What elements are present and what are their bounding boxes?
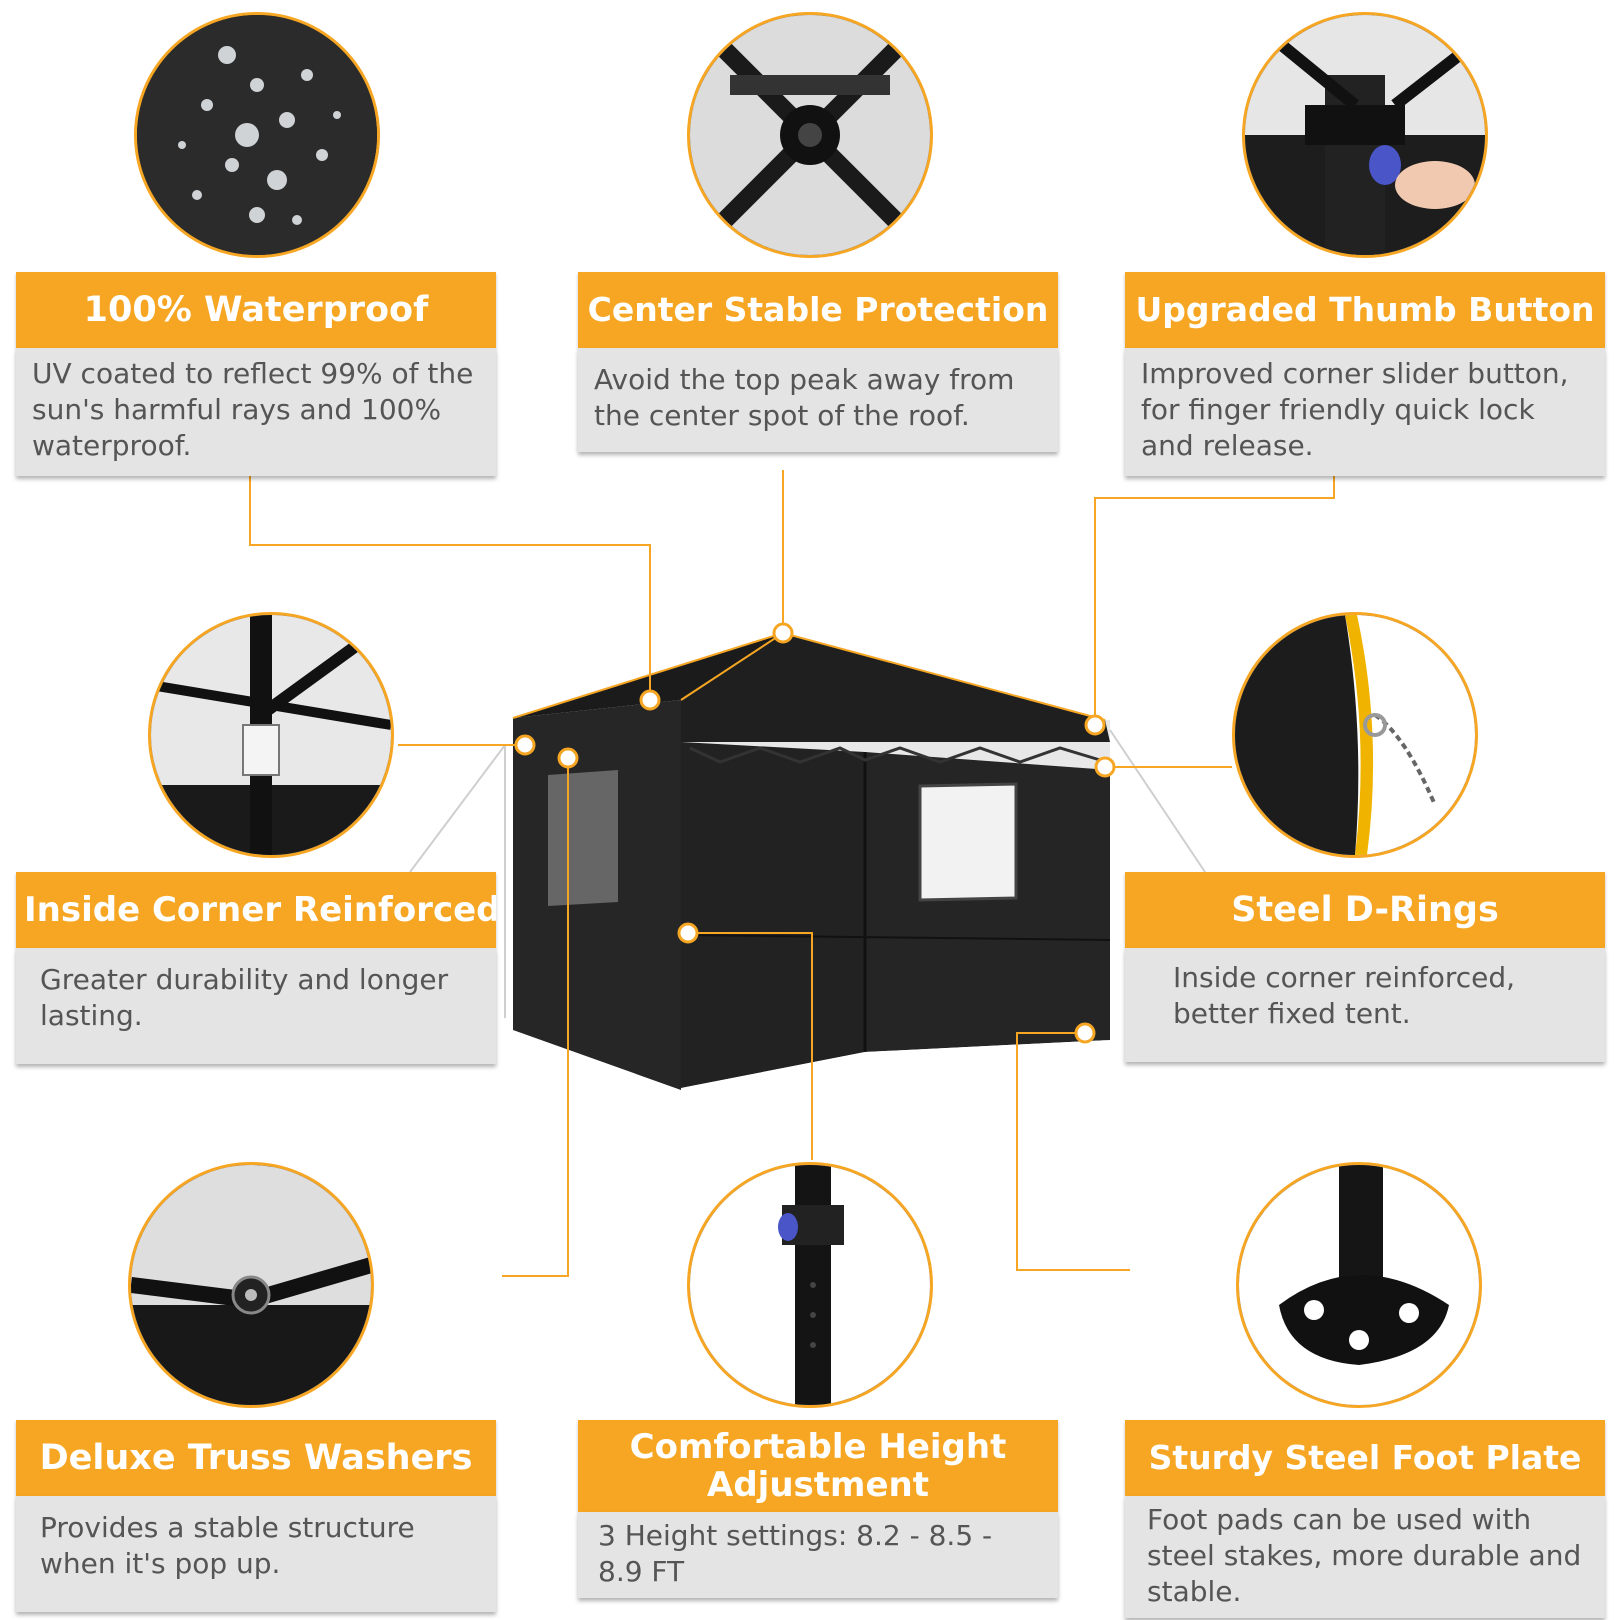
feature-card-thumb-button: Upgraded Thumb Button Improved corner sl… xyxy=(1125,272,1605,476)
foot-plate-icon xyxy=(1236,1162,1482,1408)
inside-corner-icon xyxy=(148,612,394,858)
feature-description: Inside corner reinforced, better fixed t… xyxy=(1125,948,1605,1062)
feature-description: 3 Height settings: 8.2 - 8.5 - 8.9 FT xyxy=(578,1512,1058,1598)
feature-description: Foot pads can be used with steel stakes,… xyxy=(1125,1496,1605,1618)
feature-title: Steel D-Rings xyxy=(1125,872,1605,948)
feature-title: Deluxe Truss Washers xyxy=(16,1420,496,1496)
feature-description: UV coated to reflect 99% of the sun's ha… xyxy=(16,348,496,476)
canopy-tent xyxy=(409,632,1206,1090)
feature-description: Avoid the top peak away from the center … xyxy=(578,348,1058,452)
water-droplets-icon xyxy=(134,12,380,258)
feature-card-inside-corner: Inside Corner Reinforced Greater durabil… xyxy=(16,872,496,1064)
feature-title: Inside Corner Reinforced xyxy=(16,872,496,948)
callout-lines xyxy=(249,470,1335,1277)
feature-card-truss-washers: Deluxe Truss Washers Provides a stable s… xyxy=(16,1420,496,1612)
callout-dots xyxy=(514,622,1116,1044)
feature-card-d-rings: Steel D-Rings Inside corner reinforced, … xyxy=(1125,872,1605,1062)
feature-description: Provides a stable structure when it's po… xyxy=(16,1496,496,1612)
feature-title: Comfortable Height Adjustment xyxy=(578,1420,1058,1512)
thumb-button-icon xyxy=(1242,12,1488,258)
truss-washer-icon xyxy=(128,1162,374,1408)
height-leg-icon xyxy=(687,1162,933,1408)
roof-frame-center-icon xyxy=(687,12,933,258)
feature-card-foot-plate: Sturdy Steel Foot Plate Foot pads can be… xyxy=(1125,1420,1605,1618)
feature-description: Improved corner slider button, for finge… xyxy=(1125,348,1605,476)
d-ring-rope-icon xyxy=(1232,612,1478,858)
feature-title: 100% Waterproof xyxy=(16,272,496,348)
feature-card-height-adjustment: Comfortable Height Adjustment 3 Height s… xyxy=(578,1420,1058,1598)
feature-title: Upgraded Thumb Button xyxy=(1125,272,1605,348)
feature-card-center-stable: Center Stable Protection Avoid the top p… xyxy=(578,272,1058,452)
feature-description: Greater durability and longer lasting. xyxy=(16,948,496,1064)
feature-title: Center Stable Protection xyxy=(578,272,1058,348)
feature-title: Sturdy Steel Foot Plate xyxy=(1125,1420,1605,1496)
feature-card-waterproof: 100% Waterproof UV coated to reflect 99%… xyxy=(16,272,496,476)
